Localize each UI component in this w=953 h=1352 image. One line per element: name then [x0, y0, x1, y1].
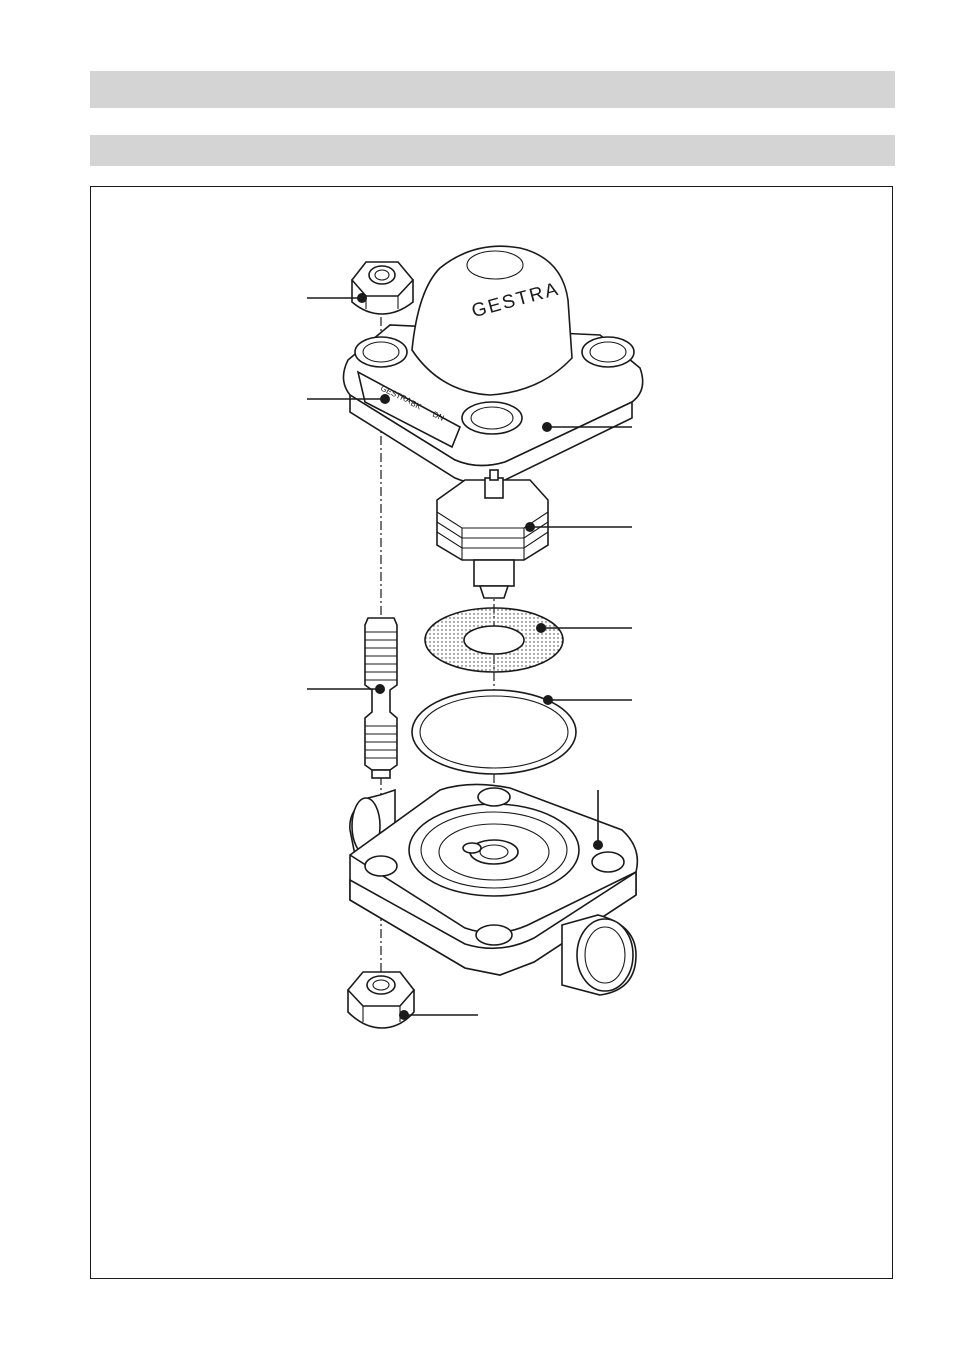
cover: GESTRA GESTRA BK DN: [342, 245, 644, 485]
stud-bolt: [364, 617, 398, 779]
nameplate-field-1: BK: [409, 399, 423, 412]
gasket: [424, 607, 564, 673]
figure-frame: [90, 186, 893, 1279]
body: [349, 783, 639, 996]
bottom-nut: [346, 971, 416, 1029]
subheader-band: [90, 135, 895, 166]
top-nut: [350, 261, 415, 315]
regulator-insert: [436, 469, 549, 599]
header-band: [90, 71, 895, 108]
leader-lines: [307, 293, 632, 1020]
o-ring: [411, 689, 577, 775]
